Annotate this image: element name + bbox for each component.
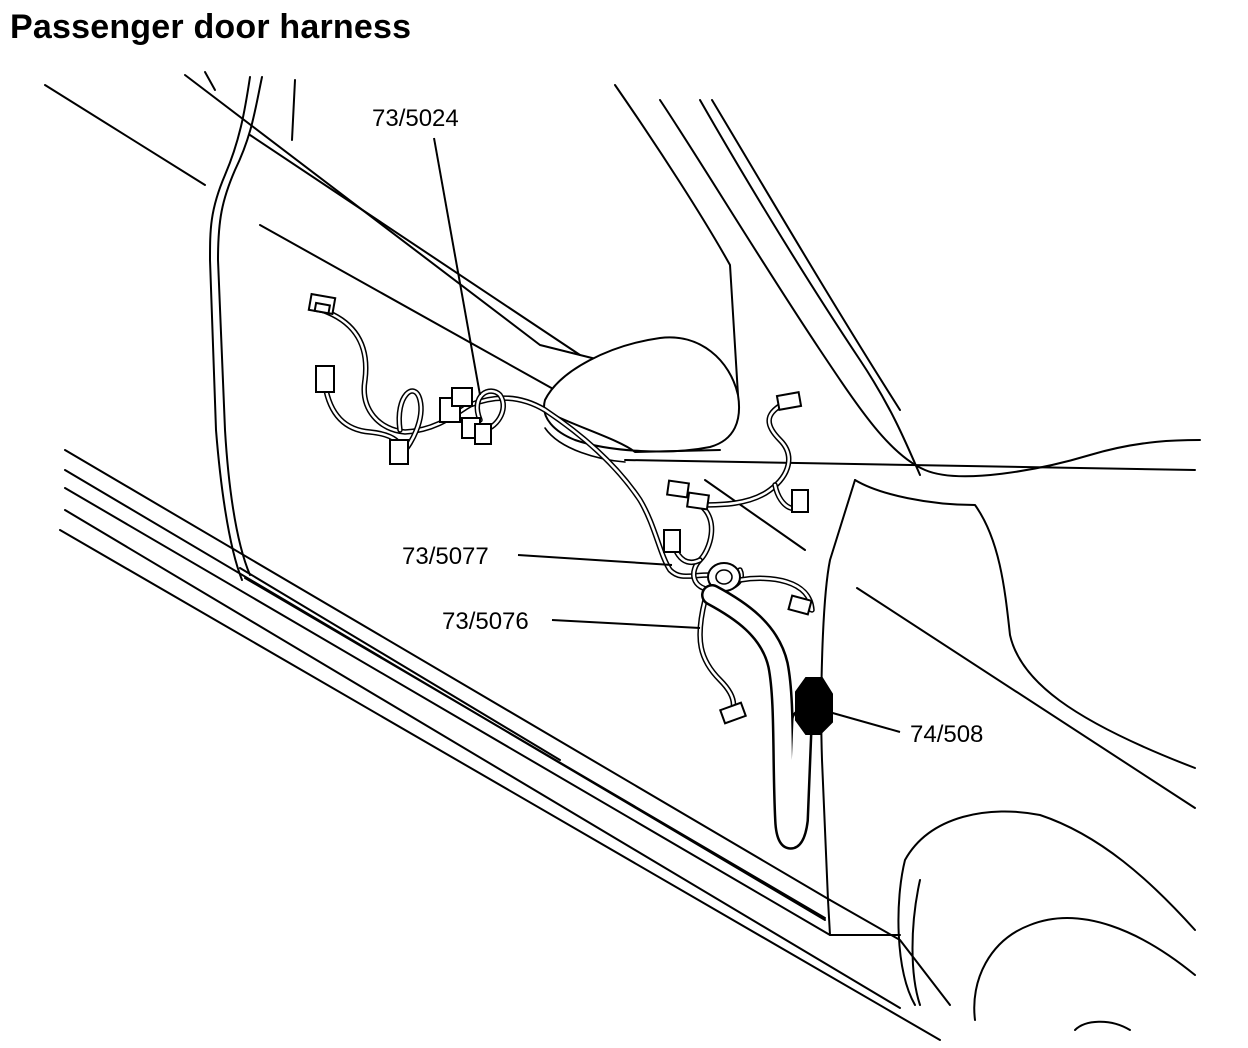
callout-73-5024: 73/5024 xyxy=(372,105,459,132)
connector-right-low xyxy=(787,594,813,616)
harness-connectors xyxy=(307,292,833,735)
connector-lower-left xyxy=(389,439,409,465)
connector-right xyxy=(791,489,809,513)
callout-leaders xyxy=(433,137,901,733)
connector-bottom xyxy=(718,701,748,725)
connector-mid-1 xyxy=(665,479,691,499)
page-title: Passenger door harness xyxy=(10,8,412,46)
connector-left xyxy=(315,365,335,393)
connector-top-left xyxy=(307,292,337,316)
callout-73-5077: 73/5077 xyxy=(402,543,489,570)
callout-labels: 73/5024 73/5077 73/5076 74/508 xyxy=(372,105,983,748)
control-module-block xyxy=(795,677,833,735)
vehicle-body-lines xyxy=(44,71,1201,1041)
connector-mirror-right xyxy=(775,391,803,411)
connector-center xyxy=(663,529,681,553)
side-mirror xyxy=(543,336,740,463)
connector-cluster xyxy=(439,387,492,445)
callout-74-508: 74/508 xyxy=(910,721,983,748)
connector-mid-2 xyxy=(685,491,711,511)
callout-73-5076: 73/5076 xyxy=(442,608,529,635)
